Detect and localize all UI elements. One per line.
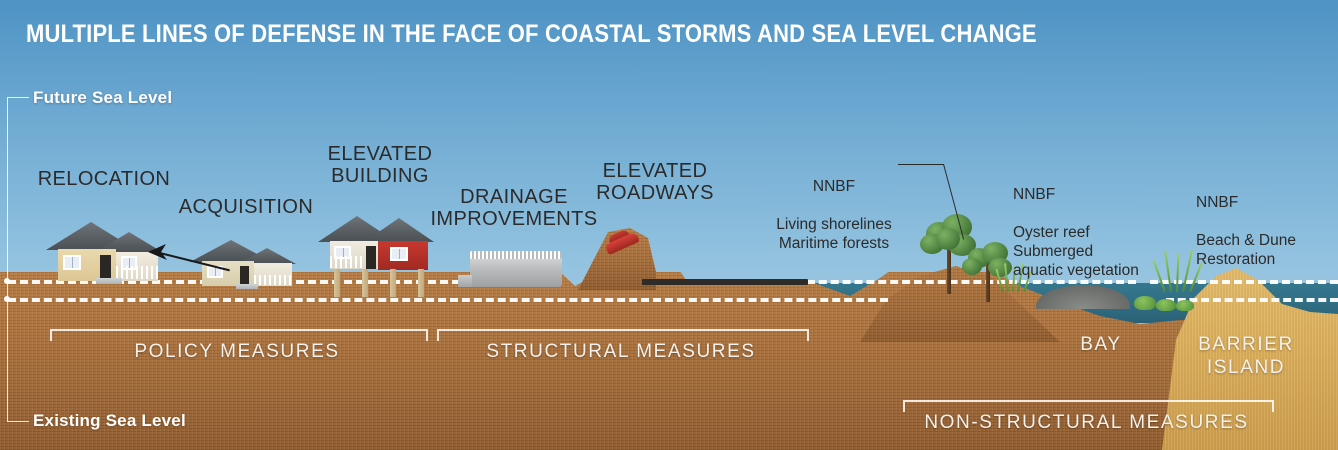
house-piling bbox=[334, 269, 340, 297]
porch-railing bbox=[254, 275, 292, 285]
future-sea-level-label: Future Sea Level bbox=[33, 88, 173, 107]
house-steps bbox=[96, 278, 122, 284]
existing-sea-level-tick bbox=[7, 421, 29, 422]
nnbf-shorelines-label: NNBF Living shorelines Maritime forests bbox=[750, 158, 918, 272]
nnbf-heading: NNBF bbox=[812, 178, 856, 195]
roadway-surface bbox=[642, 279, 808, 285]
category-structural-measures: STRUCTURAL MEASURES bbox=[486, 341, 756, 362]
house-piling bbox=[362, 269, 368, 297]
label-drainage-improvements: DRAINAGE IMPROVEMENTS bbox=[430, 186, 598, 230]
nnbf-heading: NNBF bbox=[1013, 186, 1056, 203]
nnbf-heading: NNBF bbox=[1196, 194, 1239, 211]
existing-sea-level-line bbox=[1166, 298, 1338, 302]
label-acquisition: ACQUISITION bbox=[178, 196, 314, 218]
drainage-culvert bbox=[470, 255, 562, 287]
nnbf-lines: Living shorelines Maritime forests bbox=[776, 216, 892, 252]
submerged-aquatic-vegetation bbox=[1176, 300, 1194, 311]
elevated-building-house bbox=[318, 216, 438, 297]
sea-level-rail bbox=[7, 97, 8, 422]
house-door bbox=[240, 266, 249, 285]
label-elevated-roadways: ELEVATED ROADWAYS bbox=[596, 160, 714, 204]
porch-railing bbox=[330, 256, 364, 268]
tree-trunk bbox=[986, 262, 990, 302]
future-sea-level-line bbox=[688, 280, 1136, 284]
submerged-aquatic-vegetation bbox=[1134, 296, 1156, 310]
nnbf-lines: Beach & Dune Restoration bbox=[1196, 232, 1296, 268]
house-porch-roof bbox=[96, 232, 162, 252]
drainage-outlet-pipe bbox=[458, 275, 472, 287]
relocation-arrow-head bbox=[148, 244, 167, 260]
house-piling bbox=[390, 269, 396, 297]
policy-measures-bracket bbox=[50, 329, 428, 341]
page-title: MULTIPLE LINES OF DEFENSE IN THE FACE OF… bbox=[26, 20, 1037, 48]
existing-sea-level-label: Existing Sea Level bbox=[33, 411, 186, 430]
existing-sea-level-line bbox=[8, 298, 888, 302]
submerged-aquatic-vegetation bbox=[1156, 299, 1176, 311]
house-window bbox=[63, 255, 81, 270]
house-window bbox=[390, 247, 408, 261]
structural-measures-bracket bbox=[437, 329, 809, 341]
porch-railing bbox=[116, 266, 158, 279]
house-door bbox=[100, 255, 111, 280]
house-door bbox=[366, 246, 376, 269]
tree-trunk bbox=[947, 238, 951, 294]
house-piling bbox=[418, 269, 424, 297]
house-roof bbox=[190, 240, 272, 262]
existing-level-node bbox=[4, 296, 10, 302]
house-steps bbox=[236, 284, 258, 289]
future-sea-level-tick bbox=[7, 97, 29, 98]
acquisition-house bbox=[190, 240, 300, 289]
label-elevated-building: ELEVATED BUILDING bbox=[327, 143, 433, 187]
category-nonstructural-measures: NON-STRUCTURAL MEASURES bbox=[924, 412, 1249, 433]
nnbf-shorelines-leader bbox=[898, 164, 944, 166]
drainage-culvert-grate bbox=[470, 251, 562, 259]
future-sea-level-line bbox=[1150, 280, 1338, 284]
place-barrier-island: BARRIER ISLAND bbox=[1198, 334, 1294, 378]
house-gable-roof bbox=[364, 218, 434, 242]
relocation-house bbox=[44, 222, 166, 284]
category-policy-measures: POLICY MEASURES bbox=[134, 341, 340, 362]
place-bay: BAY bbox=[1080, 334, 1122, 355]
nnbf-oyster-label: NNBF Oyster reef Submerged aquatic veget… bbox=[1013, 166, 1185, 299]
nnbf-lines: Oyster reef Submerged aquatic vegetation bbox=[1013, 224, 1139, 279]
label-relocation: RELOCATION bbox=[37, 168, 171, 190]
nnbf-beach-dune-label: NNBF Beach & Dune Restoration bbox=[1196, 174, 1336, 288]
future-level-node bbox=[4, 278, 10, 284]
nonstructural-measures-bracket bbox=[903, 400, 1274, 412]
house-porch-roof bbox=[238, 248, 296, 264]
